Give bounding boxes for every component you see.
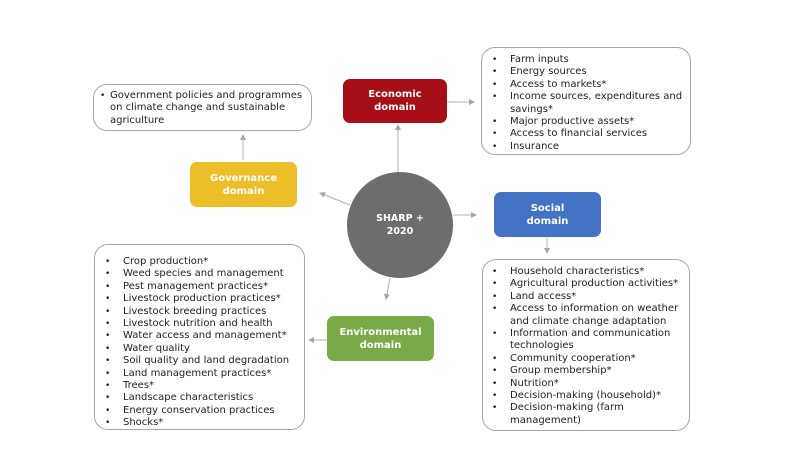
list-item: Water quality [99, 343, 304, 356]
list-item: Shocks* [99, 417, 304, 430]
list-item: Access to markets* [486, 79, 690, 92]
center-title: SHARP + [376, 213, 424, 224]
list-item: Energy sources [486, 66, 690, 79]
social-domain-subtitle: domain [526, 215, 569, 227]
list-item: Pest management practices* [99, 281, 304, 294]
list-item: Decision-making (farm management) [486, 402, 689, 427]
environmental-list-box: Crop production* Weed species and manage… [94, 244, 305, 430]
list-item: Community cooperation* [486, 353, 689, 366]
governance-domain-title: Governance [209, 172, 277, 184]
list-item: Household characteristics* [486, 266, 689, 279]
economic-domain-subtitle: domain [374, 102, 416, 113]
list-item: Soil quality and land degradation [99, 355, 304, 368]
list-item: Farm inputs [486, 54, 690, 67]
environmental-domain-subtitle: domain [359, 339, 402, 351]
social-list: Household characteristics* Agricultural … [486, 266, 689, 427]
list-item: Agricultural production activities* [486, 278, 689, 291]
governance-list-box: Government policies and programmes on cl… [93, 84, 312, 131]
list-item: Livestock production practices* [99, 293, 304, 306]
list-item: Income sources, expenditures and savings… [486, 91, 690, 116]
list-item: Insurance [486, 141, 690, 154]
center-year: 2020 [386, 226, 414, 237]
sharp-center-node: SHARP + 2020 [347, 172, 453, 278]
list-item: Land management practices* [99, 368, 304, 381]
governance-list: Government policies and programmes on cl… [94, 90, 311, 127]
economic-list-box: Farm inputs Energy sources Access to mar… [481, 47, 691, 155]
governance-domain-subtitle: domain [222, 185, 265, 197]
arrow-center-to-environmental [383, 277, 391, 300]
list-item: Landscape characteristics [99, 392, 304, 405]
list-item: Livestock nutrition and health [99, 318, 304, 331]
list-item: Livestock breeding practices [99, 306, 304, 319]
environmental-domain-title: Environmental [339, 326, 422, 338]
list-item: Energy conservation practices [99, 405, 304, 418]
economic-domain-box: Economic domain [343, 79, 447, 123]
list-item: Land access* [486, 291, 689, 304]
economic-list: Farm inputs Energy sources Access to mar… [486, 54, 690, 154]
arrow-center-to-governance [319, 192, 351, 206]
environmental-list: Crop production* Weed species and manage… [99, 256, 304, 430]
list-item: Access to information on weather and cli… [486, 303, 689, 328]
list-item: Access to financial services [486, 128, 690, 141]
list-item: Information and communication technologi… [486, 328, 689, 353]
social-domain-title: Social [530, 202, 565, 214]
list-item: Decision-making (household)* [486, 390, 689, 403]
list-item: Water access and management* [99, 330, 304, 343]
social-list-box: Household characteristics* Agricultural … [482, 259, 690, 431]
list-item: Trees* [99, 380, 304, 393]
list-item: Nutrition* [486, 378, 689, 391]
list-item: Major productive assets* [486, 116, 690, 129]
economic-domain-title: Economic [368, 89, 422, 100]
list-item: Crop production* [99, 256, 304, 269]
list-item: Group membership* [486, 365, 689, 378]
list-item: Weed species and management [99, 268, 304, 281]
list-item: Government policies and programmes on cl… [94, 90, 311, 127]
